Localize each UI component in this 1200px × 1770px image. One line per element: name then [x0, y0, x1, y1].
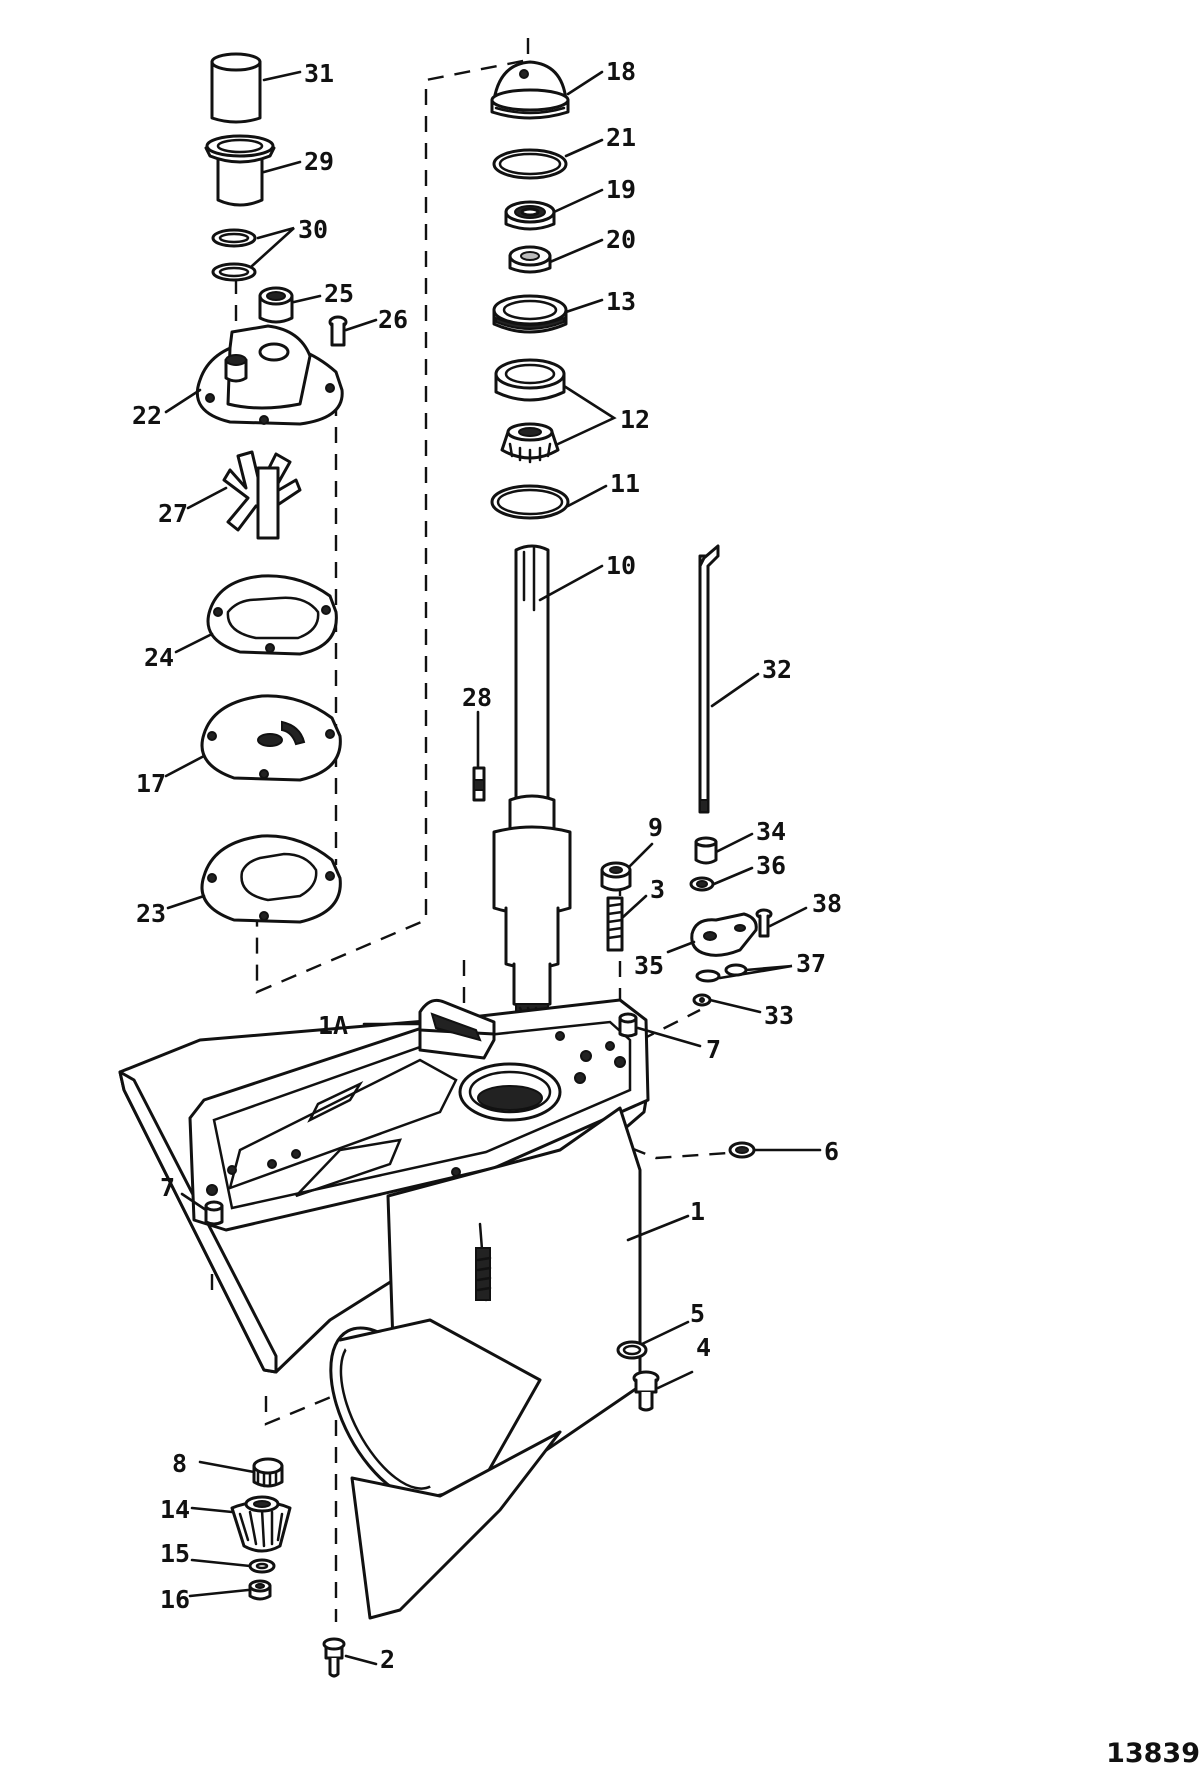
seal-part-19 — [504, 200, 556, 231]
impeller-part-27 — [222, 450, 302, 540]
stud-part-3 — [606, 896, 624, 952]
callout-22: 22 — [132, 401, 162, 430]
callout-31: 31 — [304, 59, 334, 88]
driveshaft-part-10 — [492, 544, 572, 1018]
callout-29: 29 — [304, 147, 334, 176]
retainer-cap-part-18 — [490, 60, 570, 120]
bearing-cup-part-13 — [492, 294, 568, 334]
callout-16: 16 — [160, 1585, 190, 1614]
nut-part-9 — [600, 861, 632, 892]
callout-35: 35 — [634, 951, 664, 980]
callout-24: 24 — [144, 643, 174, 672]
callout-38: 38 — [812, 889, 842, 918]
callout-30: 30 — [298, 215, 328, 244]
callout-6: 6 — [824, 1137, 839, 1166]
plate-part-17 — [200, 694, 342, 782]
callout-8: 8 — [172, 1449, 187, 1478]
callout-20: 20 — [606, 225, 636, 254]
callout-18: 18 — [606, 57, 636, 86]
callout-36: 36 — [756, 851, 786, 880]
seal-part-25 — [258, 286, 294, 324]
callout-26: 26 — [378, 305, 408, 334]
callout-9: 9 — [648, 813, 663, 842]
bearing-part-12 — [494, 358, 566, 464]
callout-7-lower: 7 — [160, 1173, 175, 1202]
callout-4: 4 — [696, 1333, 711, 1362]
callout-2: 2 — [380, 1645, 395, 1674]
shim-part-11 — [490, 484, 570, 520]
callout-34: 34 — [756, 817, 786, 846]
callout-11: 11 — [610, 469, 640, 498]
callout-25: 25 — [324, 279, 354, 308]
callout-23: 23 — [136, 899, 166, 928]
coupler-part-35 — [690, 912, 758, 957]
screw-part-38 — [755, 908, 773, 938]
seal-part-36 — [689, 876, 715, 892]
key-part-28 — [472, 766, 486, 802]
cover-part-1a — [418, 998, 496, 1060]
callout-28: 28 — [462, 683, 492, 712]
dowel-pin-part-7-lower — [204, 1200, 224, 1226]
washer-part-33 — [692, 993, 712, 1007]
callout-21: 21 — [606, 123, 636, 152]
leader-lines — [164, 70, 822, 1666]
drain-screw-part-4 — [632, 1370, 660, 1412]
gasket-part-24 — [206, 574, 338, 656]
nut-part-16 — [248, 1579, 272, 1601]
washer-part-20 — [508, 245, 552, 274]
washer-part-15 — [248, 1558, 276, 1574]
insert-part-29 — [204, 134, 276, 207]
callout-1: 1 — [690, 1197, 705, 1226]
callout-27: 27 — [158, 499, 188, 528]
callout-13: 13 — [606, 287, 636, 316]
callout-37: 37 — [796, 949, 826, 978]
dowel-pin-part-7-upper — [618, 1012, 638, 1038]
callout-10: 10 — [606, 551, 636, 580]
bearing-part-8 — [252, 1457, 284, 1488]
callout-19: 19 — [606, 175, 636, 204]
nut-part-6 — [728, 1141, 756, 1159]
shift-shaft-part-32 — [698, 544, 720, 814]
callout-12: 12 — [620, 405, 650, 434]
pinion-gear-part-14 — [230, 1495, 292, 1553]
o-ring-part-21 — [492, 148, 568, 180]
sleeve-part-31 — [210, 52, 262, 124]
callout-1a: 1A — [318, 1011, 348, 1040]
callout-17: 17 — [136, 769, 166, 798]
reference-number: 13839 — [1106, 1738, 1200, 1769]
callout-14: 14 — [160, 1495, 190, 1524]
screw-part-2 — [322, 1637, 346, 1678]
washers-part-37 — [695, 963, 748, 983]
callout-labels: 31 29 30 25 26 22 27 24 17 23 18 21 19 2… — [132, 57, 842, 1674]
callout-15: 15 — [160, 1539, 190, 1568]
callout-33: 33 — [764, 1001, 794, 1030]
screw-part-26 — [328, 315, 348, 347]
pump-housing-part-22 — [195, 324, 344, 426]
callout-5: 5 — [690, 1299, 705, 1328]
washer-part-5 — [616, 1340, 648, 1360]
gasket-part-23 — [200, 834, 342, 924]
gearcase-housing-part-1 — [118, 998, 650, 1620]
callout-7-upper: 7 — [706, 1035, 721, 1064]
bushing-part-34 — [694, 836, 718, 865]
callout-32: 32 — [762, 655, 792, 684]
o-rings-part-30 — [211, 228, 257, 282]
callout-3: 3 — [650, 875, 665, 904]
